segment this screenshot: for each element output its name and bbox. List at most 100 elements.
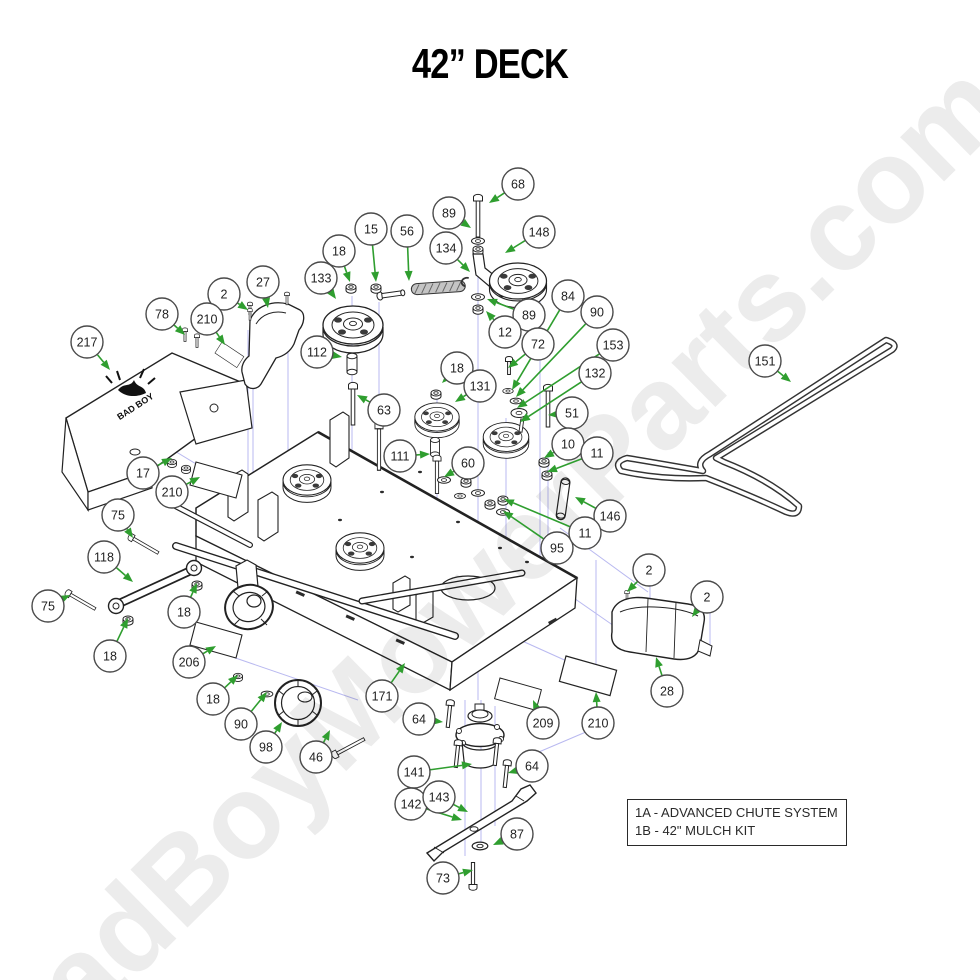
svg-text:95: 95 [550,542,564,556]
svg-text:143: 143 [429,791,450,805]
svg-text:133: 133 [311,272,332,286]
svg-text:217: 217 [77,336,98,350]
callout-118: 118 [87,540,133,582]
svg-text:210: 210 [162,486,183,500]
svg-text:151: 151 [755,355,776,369]
callout-98: 98 [249,722,283,764]
callout-18: 18 [196,675,238,716]
svg-text:64: 64 [412,713,426,727]
deck-belt [614,336,898,517]
svg-text:153: 153 [603,339,624,353]
callout-89: 89 [432,196,471,230]
callout-64: 64 [402,702,443,736]
svg-text:171: 171 [372,690,393,704]
callout-143: 143 [422,780,468,814]
callout-15: 15 [354,212,388,282]
svg-text:90: 90 [234,718,248,732]
chute-bracket [241,291,305,390]
front-hanger-arm [63,532,203,626]
callout-73: 73 [426,861,473,895]
page-title: 42” DECK [411,40,569,87]
chute-deflector: BAD BOY [61,352,253,512]
svg-text:209: 209 [533,717,554,731]
callout-75: 75 [101,498,135,538]
svg-text:15: 15 [364,223,378,237]
svg-text:132: 132 [585,367,606,381]
legend-line-1: 1A - ADVANCED CHUTE SYSTEM [635,805,838,820]
callout-2: 2 [627,553,666,592]
callout-56: 56 [390,214,424,281]
callout-72: 72 [508,327,555,368]
callout-2: 2 [690,580,724,617]
callout-68: 68 [489,167,535,203]
svg-text:72: 72 [531,338,545,352]
legend-line-2: 1B - 42" MULCH KIT [635,823,756,838]
callout-171: 171 [365,663,405,713]
mulch-blockoff [610,596,713,661]
callout-78: 78 [145,297,185,335]
svg-text:98: 98 [259,741,273,755]
svg-text:68: 68 [511,178,525,192]
svg-text:11: 11 [579,527,592,541]
svg-text:142: 142 [401,798,422,812]
callout-2: 2 [207,277,248,311]
svg-text:89: 89 [522,309,536,323]
svg-text:12: 12 [498,326,512,340]
callout-206: 206 [172,645,216,679]
callout-18: 18 [167,583,201,629]
callout-11: 11 [547,436,614,473]
callout-60: 60 [444,446,485,480]
svg-text:73: 73 [436,872,450,886]
callout-11: 11 [504,499,602,550]
svg-text:18: 18 [103,650,117,664]
svg-text:75: 75 [111,509,125,523]
svg-text:134: 134 [436,242,457,256]
svg-text:210: 210 [197,313,218,327]
callout-141: 141 [397,755,472,789]
spring [410,276,469,296]
callout-18: 18 [322,234,356,282]
callout-217: 217 [70,325,110,370]
svg-text:18: 18 [177,606,191,620]
svg-text:87: 87 [510,828,524,842]
callout-12: 12 [486,311,522,349]
legend-box: 1A - ADVANCED CHUTE SYSTEM 1B - 42" MULC… [627,799,847,846]
svg-text:46: 46 [309,751,323,765]
svg-text:2: 2 [646,564,653,578]
callout-51: 51 [548,396,589,430]
callout-148: 148 [505,215,556,253]
svg-text:27: 27 [256,276,270,290]
spindle-assembly [443,698,513,789]
callout-17: 17 [126,456,172,490]
svg-text:90: 90 [590,306,604,320]
svg-text:118: 118 [94,551,114,565]
svg-text:111: 111 [390,450,409,464]
callout-209: 209 [526,700,560,740]
svg-text:18: 18 [332,245,346,259]
callout-210: 210 [155,475,200,509]
callout-134: 134 [429,231,470,272]
callout-46: 46 [299,730,333,774]
svg-text:2: 2 [221,288,228,302]
svg-text:2: 2 [704,591,711,605]
svg-text:18: 18 [206,693,220,707]
callout-64: 64 [508,749,549,783]
callout-111: 111 [383,439,430,473]
callout-95: 95 [503,511,574,565]
svg-text:10: 10 [561,438,575,452]
callout-18: 18 [440,351,474,385]
callout-87: 87 [493,817,534,851]
svg-text:148: 148 [529,226,550,240]
svg-text:18: 18 [450,362,464,376]
svg-text:146: 146 [600,510,621,524]
svg-text:17: 17 [136,467,150,481]
svg-text:112: 112 [307,346,327,360]
callout-28: 28 [650,657,684,708]
caster-wheel [224,559,274,631]
svg-text:210: 210 [588,717,609,731]
callout-18: 18 [93,618,128,673]
svg-text:78: 78 [155,308,169,322]
callout-146: 146 [575,497,627,533]
